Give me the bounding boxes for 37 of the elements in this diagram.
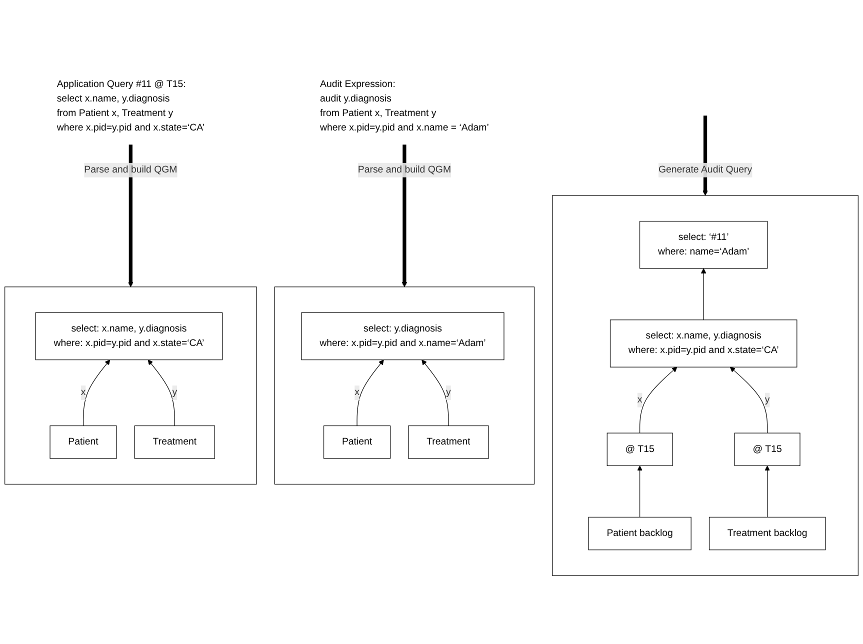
arrow: [148, 360, 175, 426]
node-text: Application Query #11 @ T15: select x.name, y.diagnosis from Patient x, Treatment y where x.pid=y.pid and x.state=‘CA’: [56, 79, 205, 134]
edge-label: x: [637, 394, 642, 405]
node-box: select: ‘#11’ where: name=‘Adam’: [640, 220, 768, 269]
node-box: select: x.name, y.diagnosis where: x.pid=y.pid and x.state=‘CA’: [35, 312, 223, 360]
edge-label: Parse and build QGM: [84, 164, 178, 175]
node-box: select: x.name, y.diagnosis where: x.pid=y.pid and x.state=‘CA’: [610, 320, 798, 368]
arrow: [730, 366, 768, 434]
arrow: [128, 144, 134, 288]
node-box: select: y.diagnosis where: x.pid=y.pid and x.name=‘Adam’: [301, 312, 504, 360]
arrow: [356, 360, 384, 426]
node-box: @ T15: [606, 432, 673, 466]
node-box: Treatment backlog: [708, 516, 826, 550]
edge-label: Generate Audit Query: [658, 164, 752, 175]
arrow: [700, 268, 706, 320]
arrow: [637, 466, 642, 518]
node-box: Treatment: [134, 426, 216, 459]
edge-label: y: [446, 387, 451, 398]
cluster: [4, 286, 257, 484]
node-box: @ T15: [734, 432, 800, 466]
cluster: [552, 195, 858, 576]
node-box: Patient: [50, 426, 117, 459]
edge-label: x: [80, 387, 86, 398]
arrow: [640, 366, 678, 434]
node-box: Treatment: [408, 426, 489, 459]
cluster: [274, 286, 535, 484]
arrow: [402, 144, 408, 288]
arrow: [764, 466, 770, 518]
node-box: Patient backlog: [588, 516, 692, 550]
edge-label: x: [354, 387, 360, 398]
node-text: Audit Expression: audit y.diagnosis from Patient x, Treatment y where x.pid=y.pid and x.name = ‘Adam’: [320, 79, 489, 134]
edge-label: y: [764, 394, 770, 405]
arrow: [82, 360, 110, 426]
edge-label: Parse and build QGM: [358, 164, 452, 175]
edge-label: y: [172, 387, 178, 398]
node-box: Patient: [324, 426, 391, 459]
arrow: [422, 360, 449, 426]
